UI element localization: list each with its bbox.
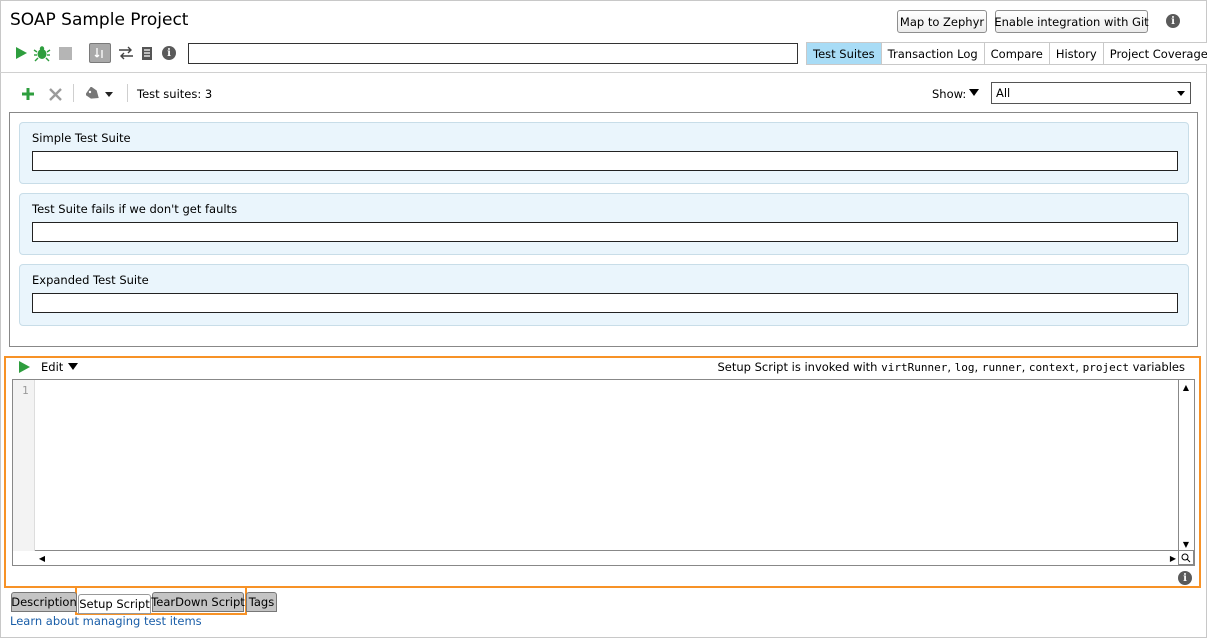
line-number-gutter: 1 [13,380,35,551]
tab-setup-script[interactable]: Setup Script [78,594,151,614]
script-hint-prefix: Setup Script is invoked with [717,360,882,374]
setup-script-highlight [4,356,1201,588]
script-var-separator: , [974,360,982,374]
add-icon[interactable] [19,85,37,103]
transactions-icon[interactable] [117,44,135,62]
toolbar-separator [73,84,74,102]
step-icon[interactable] [89,43,111,63]
script-var: runner [981,361,1022,374]
tab-history[interactable]: History [1049,43,1104,64]
test-suites-count: Test suites: 3 [137,87,213,101]
log-icon[interactable] [138,44,156,62]
test-suite-card[interactable]: Expanded Test Suite [19,264,1189,326]
tab-description[interactable]: Description [11,592,77,612]
scroll-left-icon[interactable]: ◀ [38,553,46,563]
script-hint: Setup Script is invoked with virtRunner,… [717,360,1185,374]
script-var-separator: , [1021,360,1029,374]
script-var: virtRunner [881,361,948,374]
header-divider [0,72,1207,73]
script-var: context [1028,361,1076,374]
tab-test-suites[interactable]: Test Suites [807,43,882,64]
script-var-separator: , [1075,360,1083,374]
scroll-down-icon[interactable]: ▼ [1182,539,1190,549]
map-to-zephyr-button[interactable]: Map to Zephyr [897,10,987,33]
vertical-scrollbar[interactable]: ▲ ▼ [1178,380,1194,551]
edit-menu-label: Edit [41,360,64,374]
run-script-icon[interactable] [15,358,33,376]
test-suite-name: Simple Test Suite [32,131,131,145]
test-suite-progress-bar [32,151,1178,171]
test-suite-progress-bar [32,222,1178,242]
toolbar-search-input[interactable] [188,43,798,64]
horizontal-scrollbar[interactable]: ◀ ▶ [35,550,1180,565]
script-hint-suffix: variables [1128,360,1185,374]
test-suite-card[interactable]: Simple Test Suite [19,122,1189,184]
tab-teardown-script[interactable]: TearDown Script [151,592,245,612]
tab-transaction-log[interactable]: Transaction Log [881,43,985,64]
toolbar-separator [127,84,128,102]
script-info-icon[interactable]: i [1178,571,1192,585]
test-suites-panel: Simple Test Suite Test Suite fails if we… [9,112,1198,347]
script-var-separator: , [947,360,955,374]
tab-compare[interactable]: Compare [984,43,1050,64]
tag-icon[interactable] [85,85,117,103]
script-editor[interactable]: 1 ▲ ▼ ◀ ▶ [12,379,1195,566]
tab-project-coverage[interactable]: Project Coverage [1103,43,1207,64]
test-suite-name: Expanded Test Suite [32,273,149,287]
project-title: SOAP Sample Project [10,10,189,30]
show-label: Show: [932,87,967,101]
edit-dropdown-icon[interactable] [68,363,78,370]
scroll-up-icon[interactable]: ▲ [1182,382,1190,392]
tab-tags[interactable]: Tags [246,592,277,612]
run-icon[interactable] [12,44,30,62]
line-number: 1 [22,384,29,397]
view-tabs: Test Suites Transaction Log Compare Hist… [806,42,1207,65]
test-suite-name: Test Suite fails if we don't get faults [32,202,238,216]
delete-icon[interactable] [46,85,64,103]
info-icon[interactable]: i [1166,14,1180,28]
debug-icon[interactable] [33,44,51,62]
zoom-icon[interactable] [1178,550,1194,565]
script-var: project [1082,361,1129,374]
learn-more-link[interactable]: Learn about managing test items [10,614,202,628]
edit-menu[interactable]: Edit [41,360,63,374]
show-filter-select[interactable]: All [991,82,1191,104]
test-suite-card[interactable]: Test Suite fails if we don't get faults [19,193,1189,255]
stop-icon[interactable] [56,44,74,62]
scroll-right-icon[interactable]: ▶ [1169,553,1177,563]
test-suite-progress-bar [32,293,1178,313]
enable-git-button[interactable]: Enable integration with Git [994,10,1149,33]
project-info-icon[interactable]: i [162,46,176,60]
show-filter-value: All [996,86,1011,100]
chevron-down-icon [1177,91,1185,96]
show-dropdown-icon[interactable] [969,89,979,96]
script-var: log [954,361,975,374]
